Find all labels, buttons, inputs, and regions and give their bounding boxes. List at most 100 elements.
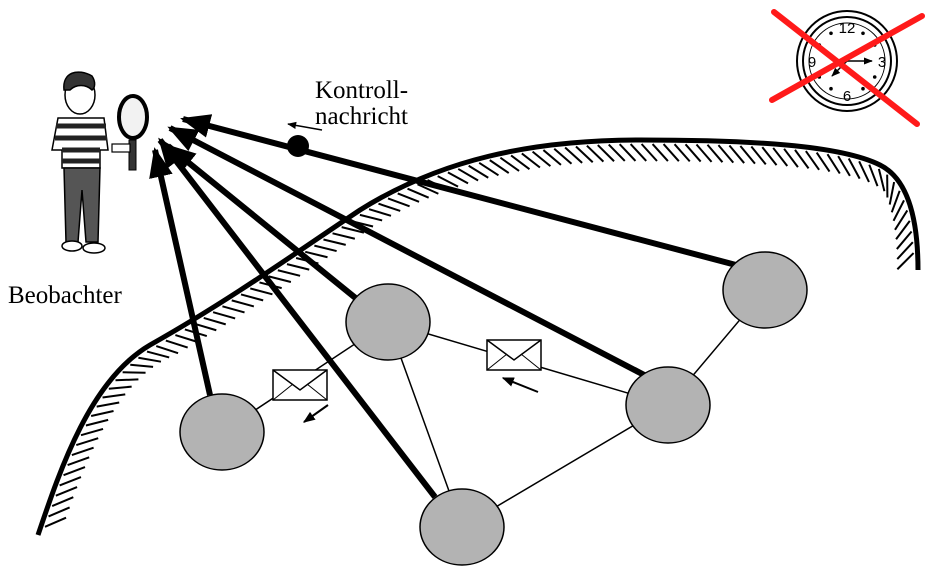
hatch-stroke bbox=[761, 146, 778, 166]
hatch-stroke bbox=[531, 150, 552, 167]
hatch-stroke bbox=[332, 232, 356, 240]
hatch-stroke bbox=[575, 145, 594, 163]
hatch-stroke bbox=[304, 250, 328, 259]
hatch-stroke bbox=[478, 161, 499, 177]
hatch-stroke bbox=[706, 144, 724, 163]
hatch-stroke bbox=[48, 506, 71, 518]
hatch-stroke bbox=[896, 230, 913, 250]
hatching bbox=[44, 143, 915, 528]
hatch-stroke bbox=[359, 213, 383, 222]
hatch-stroke bbox=[59, 476, 82, 487]
hatch-stroke bbox=[510, 154, 531, 170]
hatch-stroke bbox=[892, 199, 905, 222]
message-direction-icon bbox=[501, 377, 539, 393]
hatch-stroke bbox=[695, 143, 713, 163]
hatch-stroke bbox=[314, 244, 337, 253]
hatch-stroke bbox=[323, 238, 346, 246]
clock-tick bbox=[861, 31, 865, 36]
hatch-stroke bbox=[805, 150, 820, 171]
hatch-stroke bbox=[138, 356, 162, 363]
hatch-stroke bbox=[815, 151, 831, 173]
hatch-stroke bbox=[684, 143, 702, 163]
hatch-stroke bbox=[847, 157, 861, 180]
process-node-3 bbox=[419, 488, 505, 566]
hatch-stroke bbox=[896, 241, 914, 260]
hatch-stroke bbox=[286, 263, 310, 271]
arrow-from-node1 bbox=[149, 147, 213, 396]
hatch-stroke bbox=[155, 345, 179, 355]
hatch-stroke bbox=[222, 305, 245, 314]
hatch-stroke bbox=[894, 209, 909, 231]
message-direction-icon bbox=[303, 404, 329, 423]
process-nodes bbox=[179, 251, 808, 566]
clock-icon: 12 3 6 9 bbox=[769, 9, 925, 127]
clock-tick bbox=[829, 31, 833, 36]
hatch-stroke bbox=[146, 350, 170, 359]
hatch-stroke bbox=[717, 144, 735, 164]
hatch-stroke bbox=[877, 168, 886, 192]
process-node-1 bbox=[179, 393, 265, 471]
clock-numeral-3: 3 bbox=[878, 54, 886, 71]
hatch-stroke bbox=[597, 144, 615, 162]
hatch-stroke bbox=[618, 143, 637, 162]
hatch-stroke bbox=[80, 427, 104, 437]
arrow-from-node2 bbox=[165, 143, 360, 303]
clock-numeral-12: 12 bbox=[839, 20, 856, 37]
clock-tick bbox=[829, 86, 833, 91]
process-node-4 bbox=[625, 366, 711, 444]
magnifying-glass-icon bbox=[111, 94, 149, 171]
observer-person-icon bbox=[51, 71, 109, 254]
hatch-stroke bbox=[447, 171, 469, 185]
hatch-stroke bbox=[277, 269, 301, 277]
hatch-stroke bbox=[417, 183, 439, 195]
hatch-stroke bbox=[108, 385, 132, 390]
horizon-curve bbox=[35, 137, 921, 536]
clock-numeral-6: 6 bbox=[843, 88, 851, 105]
hatch-stroke bbox=[55, 486, 78, 497]
control-message-label-line1: Kontroll- bbox=[315, 77, 409, 104]
hatch-stroke bbox=[662, 143, 680, 162]
hatch-stroke bbox=[212, 311, 236, 320]
hatch-stroke bbox=[63, 466, 86, 477]
hatch-stroke bbox=[890, 190, 901, 213]
process-node-5 bbox=[722, 251, 808, 329]
envelope-icon bbox=[272, 369, 329, 423]
hatch-stroke bbox=[728, 144, 745, 164]
hatch-stroke bbox=[96, 401, 120, 408]
control-message-direction-icon bbox=[287, 121, 323, 131]
hatch-stroke bbox=[651, 143, 669, 162]
hatch-stroke bbox=[71, 446, 94, 456]
envelope-icon bbox=[486, 339, 542, 393]
hatch-stroke bbox=[629, 143, 647, 162]
hatch-stroke bbox=[194, 322, 217, 332]
hatch-stroke bbox=[542, 149, 562, 166]
hatch-stroke bbox=[231, 299, 255, 308]
hatch-stroke bbox=[51, 496, 74, 507]
snapshot-arrows bbox=[149, 114, 737, 499]
process-node-2 bbox=[345, 283, 431, 361]
hatch-stroke bbox=[76, 437, 99, 447]
hatch-stroke bbox=[387, 197, 410, 208]
hatch-stroke bbox=[130, 363, 154, 368]
hatch-stroke bbox=[175, 334, 198, 343]
clock-tick bbox=[861, 86, 865, 91]
hatch-stroke bbox=[397, 192, 420, 203]
hatch-stroke bbox=[868, 164, 879, 187]
clock-tick bbox=[872, 75, 877, 79]
clock-numeral-9: 9 bbox=[808, 54, 816, 71]
hatch-stroke bbox=[468, 164, 489, 179]
hatch-stroke bbox=[378, 202, 401, 212]
control-message-label: Kontroll- nachricht bbox=[315, 78, 408, 130]
hatch-stroke bbox=[203, 317, 227, 326]
hatch-stroke bbox=[553, 147, 573, 165]
hatch-stroke bbox=[407, 187, 430, 199]
hatch-stroke bbox=[165, 339, 188, 349]
control-message-label-line2: nachricht bbox=[315, 103, 409, 130]
hatch-stroke bbox=[115, 378, 139, 382]
hatch-stroke bbox=[90, 410, 114, 417]
hatch-stroke bbox=[564, 146, 583, 164]
hatch-stroke bbox=[268, 275, 292, 283]
hatch-stroke bbox=[783, 148, 799, 168]
hatch-stroke bbox=[837, 155, 851, 177]
